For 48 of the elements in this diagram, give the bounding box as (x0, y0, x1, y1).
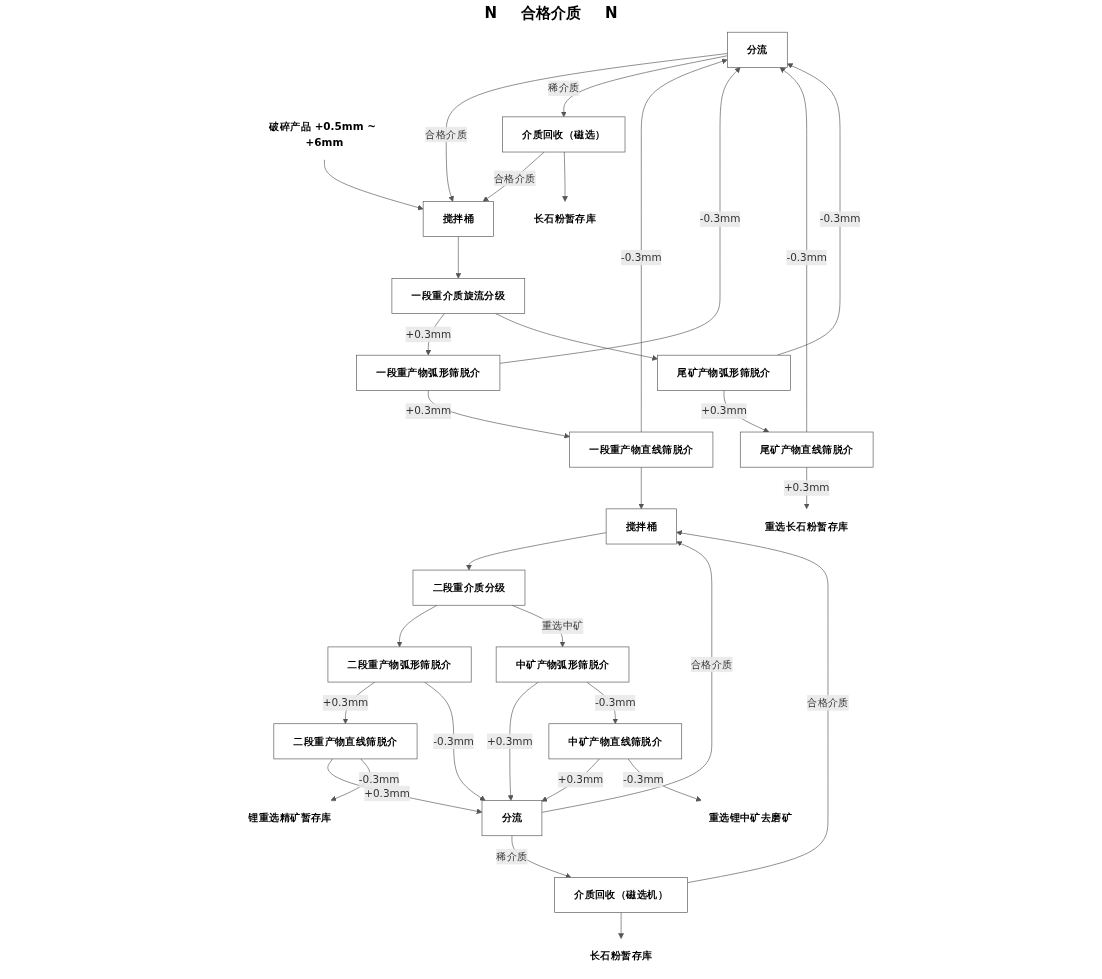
edge-label: -0.3mm (699, 212, 741, 225)
node-box: 分流 (481, 800, 543, 837)
node-box: 分流 (727, 31, 788, 68)
edge-label: +0.3mm (701, 404, 747, 418)
node-box: 尾矿产物直线筛脱介 (739, 431, 874, 468)
note-label: N (605, 4, 618, 23)
node-box: 一段重产物弧形筛脱介 (356, 354, 501, 391)
node-box: 介质回收（磁选机） (554, 877, 688, 913)
edge-label: -0.3mm (819, 212, 861, 225)
node-box: 二段重介质分级 (412, 569, 526, 606)
edge-label: -0.3mm (786, 251, 827, 264)
edge-label: +0.3mm (322, 696, 369, 709)
edge-label: 合格介质 (494, 171, 536, 185)
edge-label: +0.3mm (364, 786, 410, 800)
edge-label: +0.3mm (487, 734, 533, 748)
note-label: 合格介质 (521, 4, 581, 23)
edge-label: 稀介质 (496, 850, 528, 863)
edge-label: +0.3mm (783, 481, 830, 494)
edge-label: 稀介质 (548, 81, 580, 95)
edge-label: 合格介质 (690, 657, 733, 671)
edge-label: +0.3mm (557, 773, 604, 786)
edge-label: -0.3mm (623, 773, 664, 786)
edge-label: -0.3mm (594, 696, 636, 709)
edge-label: -0.3mm (358, 773, 400, 786)
node-box: 尾矿产物弧形筛脱介 (657, 354, 791, 391)
edge-label: 合格介质 (807, 696, 849, 709)
edge-label: -0.3mm (620, 251, 662, 264)
node-box: 介质回收（磁选） (502, 116, 626, 153)
edge-label: +0.3mm (405, 404, 452, 418)
edge-label: 重选中矿 (541, 619, 584, 632)
node-box: 中矿产物弧形筛脱介 (495, 646, 630, 683)
edge-label: -0.3mm (433, 734, 474, 748)
node-box: 一段重产物直线筛脱介 (569, 431, 714, 468)
node-text: 破碎产品 +0.5mm ~ +6mm (269, 120, 376, 149)
node-box: 二段重产物弧形筛脱介 (327, 646, 472, 683)
node-box: 二段重产物直线筛脱介 (273, 723, 418, 760)
node-box: 搅拌桶 (605, 508, 677, 545)
node-box: 一段重介质旋流分级 (391, 278, 526, 314)
node-box: 中矿产物直线筛脱介 (548, 723, 683, 760)
node-text: 锂重选精矿暂存库 (248, 811, 332, 825)
node-text: 重选长石粉暂存库 (765, 519, 849, 533)
edge-label: +0.3mm (405, 327, 452, 341)
edge-label: 合格介质 (425, 127, 468, 141)
node-box: 搅拌桶 (422, 201, 494, 237)
node-text: 长石粉暂存库 (533, 212, 597, 225)
node-text: 长石粉暂存库 (589, 949, 653, 963)
note-label: N (484, 4, 497, 23)
node-text: 重选锂中矿去磨矿 (708, 811, 793, 825)
